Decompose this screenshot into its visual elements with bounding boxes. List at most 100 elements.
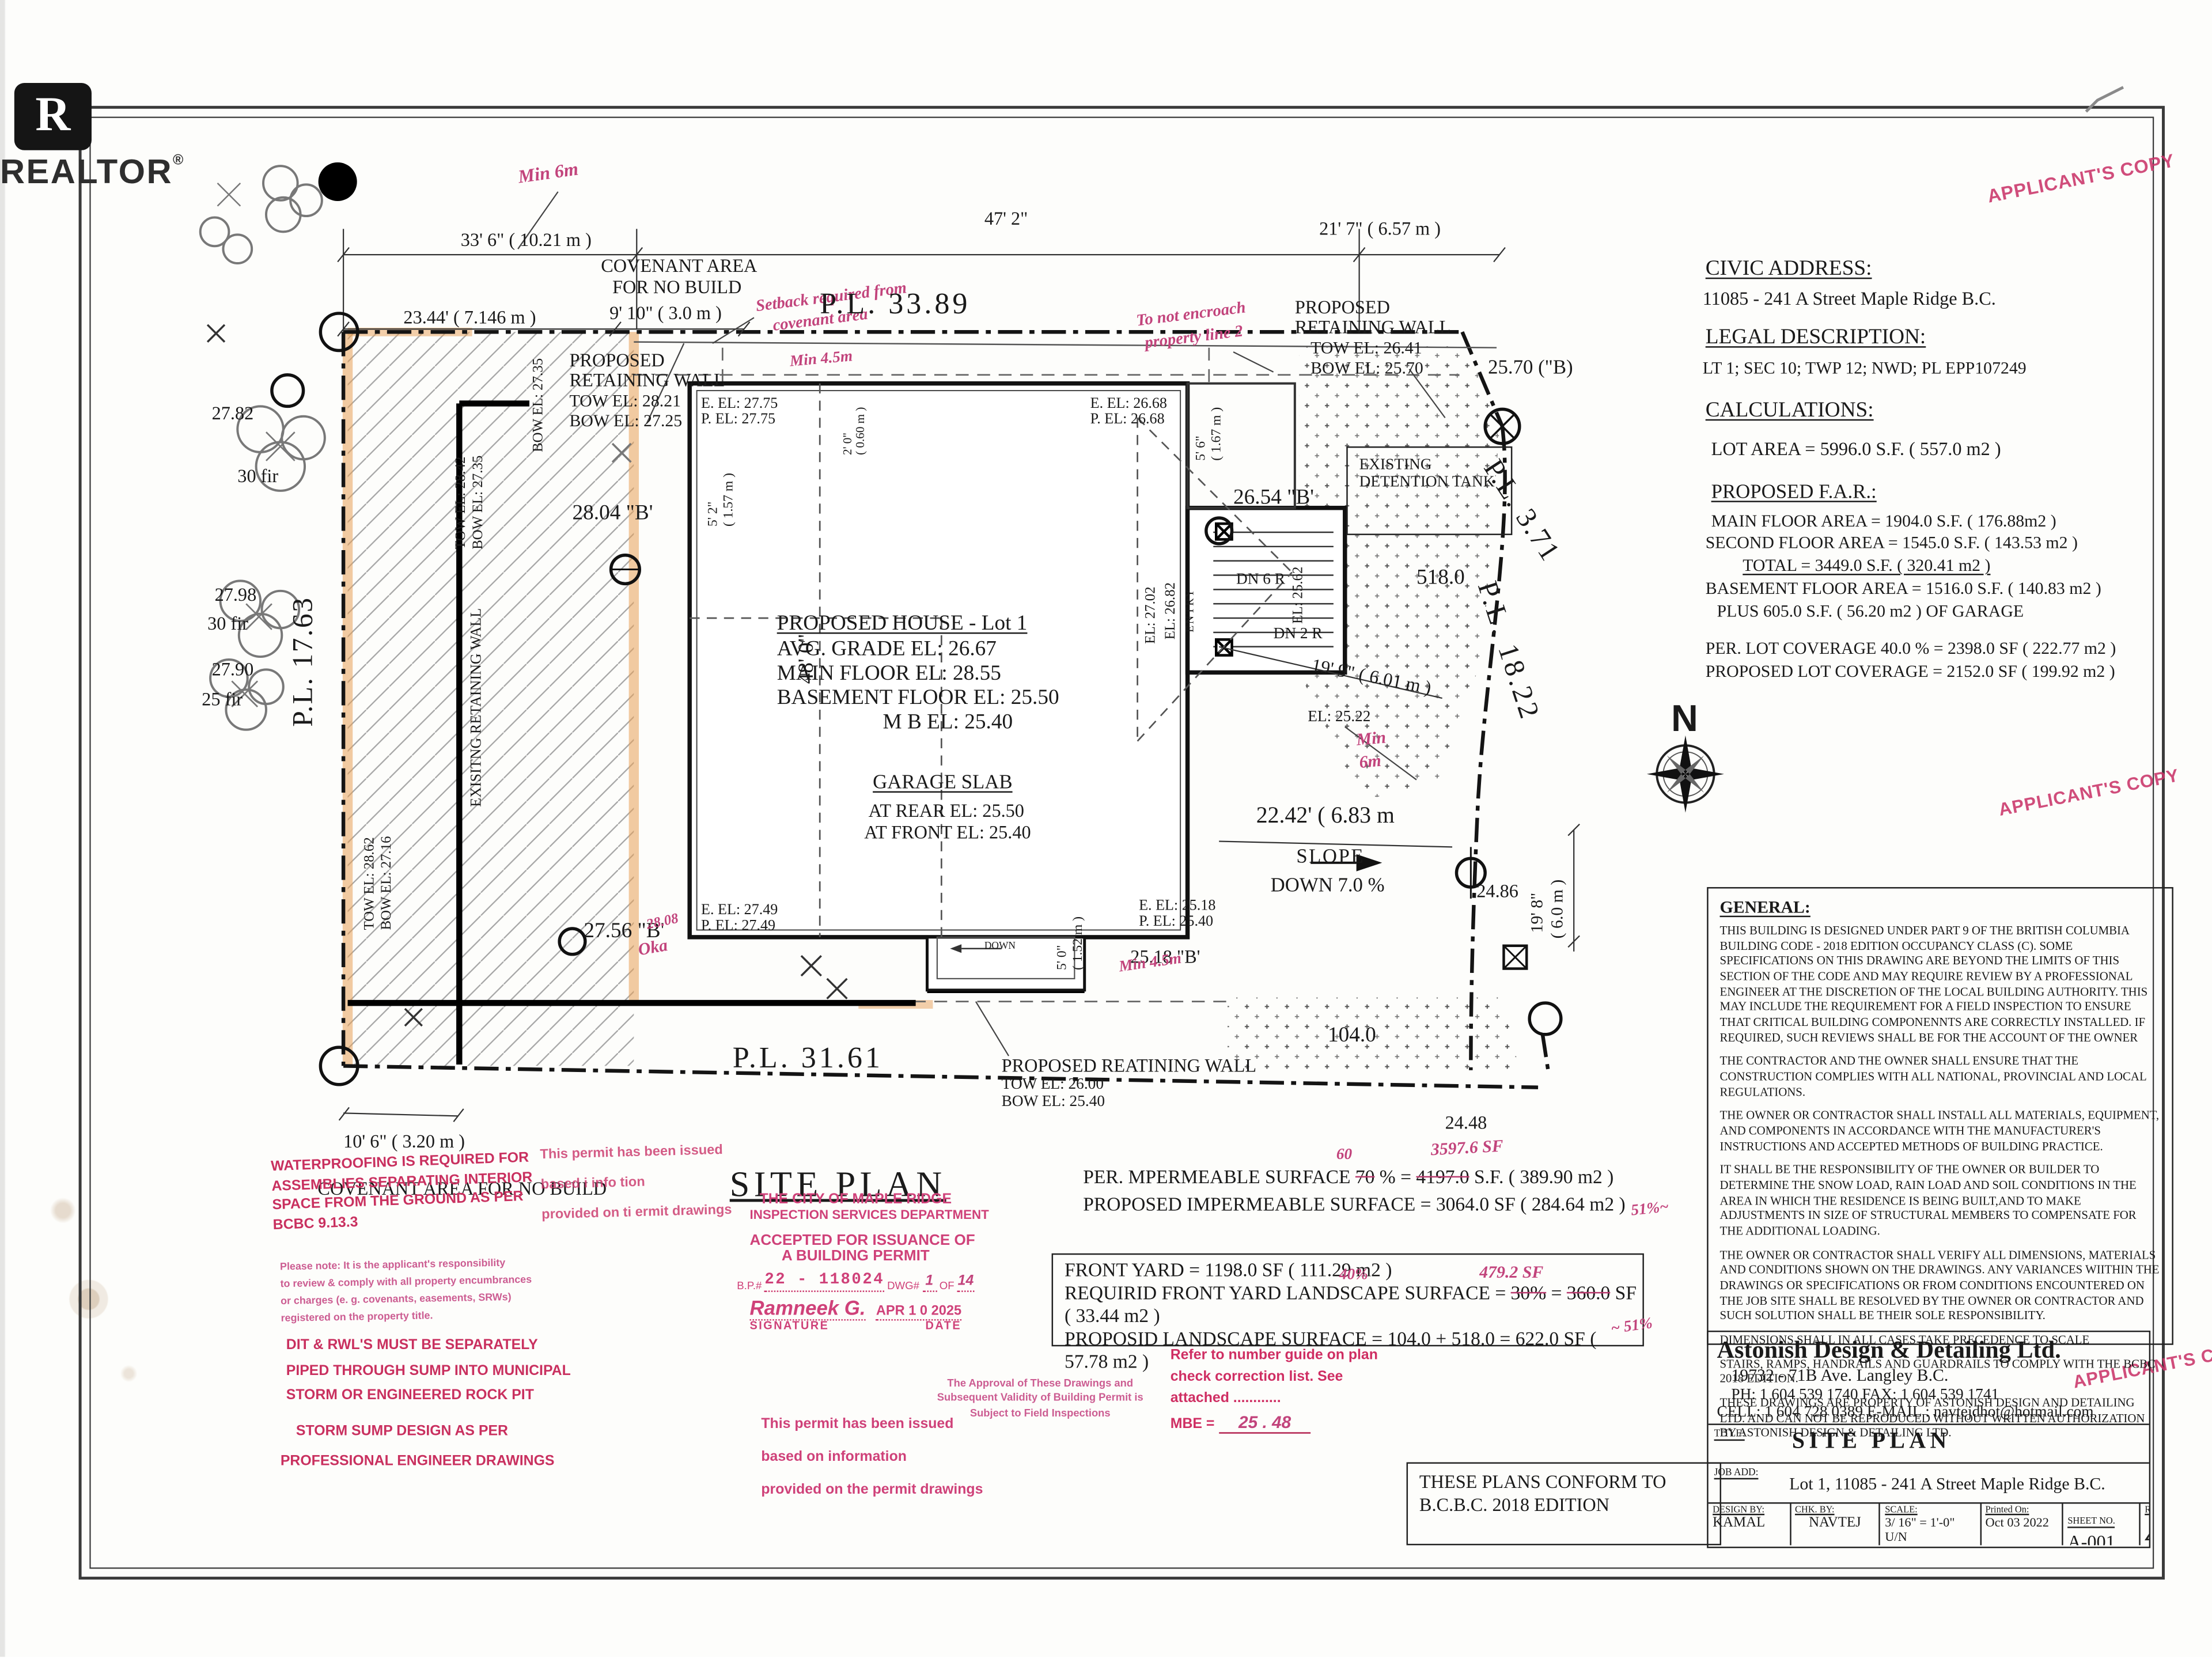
dim-5ft6-m: ( 1.67 m ) xyxy=(1210,407,1225,461)
wall-tow-28-62: TOW EL: 28.62 xyxy=(362,837,378,930)
general-note-paragraph: THE OWNER OR CONTRACTOR SHALL VERIFY ALL… xyxy=(1719,1248,2160,1323)
tree-elev-27-90: 27.90 xyxy=(211,658,254,680)
pl-33-89: P.L. 33.89 xyxy=(820,286,971,321)
proposed-far-label: PROPOSED F.A.R.: xyxy=(1711,482,1877,504)
company-address: 19732 - 71B Ave. Langley B.C. xyxy=(1731,1365,1949,1385)
date-label: DATE xyxy=(925,1319,962,1332)
el-25-22: EL: 25.22 xyxy=(1308,708,1371,726)
company-name: Astonish Design & Detailing Ltd. xyxy=(1717,1336,2061,1364)
tree-size-30fir-2: 30 fir xyxy=(207,612,249,634)
proposed-lot-coverage: PROPOSED LOT COVERAGE = 2152.0 SF ( 199.… xyxy=(1705,661,2115,681)
dwg-number: 1 xyxy=(922,1274,937,1292)
entry-label: ENTRY xyxy=(1183,588,1196,632)
house-basement-floor: BASEMENT FLOOR EL: 25.50 xyxy=(777,687,1059,710)
main-floor-area: MAIN FLOOR AREA = 1904.0 S.F. ( 176.88m2… xyxy=(1711,510,2056,531)
refer-guide-stamp: Refer to number guide on plan check corr… xyxy=(1171,1345,1378,1435)
exist-wall-bow: BOW EL: 27.35 xyxy=(471,455,487,550)
dim-33ft6: 33' 6" ( 10.21 m ) xyxy=(460,229,592,251)
point-24-86: 24.86 xyxy=(1476,880,1518,902)
el-pair-nw-p: P. EL: 27.75 xyxy=(701,412,776,428)
signature-value: Ramneek G. xyxy=(749,1297,866,1321)
dim-10ft6: 10' 6" ( 3.20 m ) xyxy=(343,1130,465,1152)
sheet-no-value: A-001 xyxy=(2067,1531,2115,1546)
title-label: TITLE: xyxy=(1714,1427,1745,1440)
signature-label: SIGNATURE xyxy=(749,1319,830,1332)
front-yard-line: FRONT YARD = 1198.0 SF ( 111.29 m2 ) xyxy=(1064,1259,1392,1281)
general-note-paragraph: DIMENSIONS SHALL IN ALL CASES TAKE PRECE… xyxy=(1719,1334,2090,1347)
general-notes-box: GENERAL: THIS BUILDING IS DESIGNED UNDER… xyxy=(1707,887,2173,1440)
house-title: PROPOSED HOUSE - Lot 1 xyxy=(777,612,1028,635)
prop-wall-2-bow: BOW EL: 25.70 xyxy=(1310,357,1423,378)
point-25-18: 25.18 "B' xyxy=(1130,945,1200,968)
required-landscape-line: REQUIRID FRONT YARD LANDSCAPE SURFACE = … xyxy=(1064,1282,1637,1327)
date-value: APR 1 0 2025 xyxy=(876,1304,962,1321)
area-104: 104.0 xyxy=(1327,1024,1376,1048)
pink-40pct: 40% xyxy=(1339,1266,1368,1283)
dim-21ft7: 21' 7" ( 6.57 m ) xyxy=(1319,217,1441,239)
survey-monuments xyxy=(270,312,1563,1086)
dim-5ft0-m: ( 1.52 m ) xyxy=(1071,916,1086,971)
dim-5ft2-m: ( 1.57 m ) xyxy=(722,472,737,527)
prop-wall-2-line2: RETAINING WALL xyxy=(1294,316,1451,338)
garage-rear-el: AT REAR EL: 25.50 xyxy=(868,800,1024,821)
filled-survey-dot xyxy=(318,162,357,201)
civic-address-value: 11085 - 241 A Street Maple Ridge B.C. xyxy=(1702,287,1996,309)
garage-slab-title: GARAGE SLAB xyxy=(873,772,1013,794)
general-note-paragraph: THIS BUILDING IS DESIGNED UNDER PART 9 O… xyxy=(1719,924,2148,1044)
slope-label: SLOPE xyxy=(1296,847,1365,869)
general-notes-title: GENERAL: xyxy=(1719,897,1810,918)
dim-5ft2: 5' 2" xyxy=(706,501,721,527)
el-pair-ne-e: E. EL: 26.68 xyxy=(1090,396,1167,412)
prop-wall-1-line2: RETAINING WALL xyxy=(569,369,725,391)
chk-by-label: CHK. BY: xyxy=(1794,1505,1835,1516)
exist-wall-tow: TOW EL: 28.42 xyxy=(453,456,469,550)
tree-elev-27-82: 27.82 xyxy=(211,402,254,424)
dwg-total: 14 xyxy=(957,1274,975,1292)
struck-70: 70 xyxy=(1355,1166,1375,1188)
wall-bow-27-16: BOW EL: 27.16 xyxy=(379,836,395,930)
pl-31-61: P.L. 31.61 xyxy=(732,1040,883,1075)
dim-9ft10: 9' 10" ( 3.0 m ) xyxy=(609,302,722,324)
tree-size-30fir-1: 30 fir xyxy=(237,465,279,487)
printed-on-value: Oct 03 2022 xyxy=(1985,1515,2049,1530)
total-floor-area: TOTAL = 3449.0 S.F. ( 320.41 m2 ) xyxy=(1743,555,1991,575)
detention-tank-line2: DETENTION TANK xyxy=(1359,474,1495,491)
dim-48ft: 48' 0" xyxy=(795,634,819,684)
point-25-70: 25.70 ("B) xyxy=(1488,357,1573,380)
pink-min-slope-2: 6m xyxy=(1358,750,1382,772)
prop-wall-2-line1: PROPOSED xyxy=(1294,296,1390,318)
tree-size-25fir: 25 fir xyxy=(202,688,243,710)
general-note-paragraph: IT SHALL BE THE RESPONSIBILITY OF THE OW… xyxy=(1719,1164,2137,1238)
company-phone: PH: 1 604 539 1740 FAX: 1 604 539 1741 xyxy=(1731,1386,1999,1404)
storm-sump-stamp: STORM SUMP DESIGN AS PER PROFESSIONAL EN… xyxy=(280,1423,555,1469)
el-pair-se-p: P. EL: 25.40 xyxy=(1139,914,1214,930)
dim-19ft8-m: ( 6.0 m ) xyxy=(1546,879,1567,939)
point-24-48: 24.48 xyxy=(1445,1111,1487,1134)
prop-wall-3-bow: BOW EL: 25.40 xyxy=(1001,1093,1105,1111)
per-lot-coverage: PER. LOT COVERAGE 40.0 % = 2398.0 SF ( 2… xyxy=(1705,638,2116,658)
approval-note-stamp: The Approval of These Drawings and Subse… xyxy=(937,1376,1143,1419)
dn-2r-label: DN 2 R xyxy=(1273,625,1323,643)
front-yard-box: FRONT YARD = 1198.0 SF ( 111.29 m2 ) REQ… xyxy=(1051,1253,1644,1372)
design-by-label: DESIGN BY: xyxy=(1713,1505,1765,1516)
north-compass-icon xyxy=(1646,735,1724,813)
checkmark-scribble xyxy=(2085,86,2124,113)
dn-6r-label: DN 6 R xyxy=(1236,571,1286,588)
garage-front-el: AT FRONT EL: 25.40 xyxy=(864,821,1031,843)
basement-floor-area: BASEMENT FLOOR AREA = 1516.0 S.F. ( 140.… xyxy=(1705,578,2101,599)
conform-line2: B.C.B.C. 2018 EDITION xyxy=(1419,1494,1610,1516)
el-pair-sw-e: E. EL: 27.49 xyxy=(701,903,778,919)
permit-faded-stamp: This permit has been issued based i info… xyxy=(540,1142,732,1223)
dim-5ft6: 5' 6" xyxy=(1194,435,1209,461)
city-permit-stamp: THE CITY OF MAPLE RIDGE INSPECTION SERVI… xyxy=(737,1192,989,1332)
general-note-paragraph: THE CONTRACTOR AND THE OWNER SHALL ENSUR… xyxy=(1719,1055,2146,1099)
waterproofing-stamp: WATERPROOFING IS REQUIRED FOR ASSEMBLIES… xyxy=(270,1150,533,1233)
dwg-label: DWG# xyxy=(887,1279,919,1292)
house-footprint xyxy=(687,381,1347,992)
el-27-02: EL: 27.02 xyxy=(1143,586,1159,644)
impermeable-line-1: PER. MPERMEABLE SURFACE 70 % = 4197.0 S.… xyxy=(1083,1166,1614,1188)
permit-issued-stamp: This permit has been issued based on inf… xyxy=(761,1416,983,1498)
bp-number: 22 - 118024 xyxy=(764,1272,885,1292)
